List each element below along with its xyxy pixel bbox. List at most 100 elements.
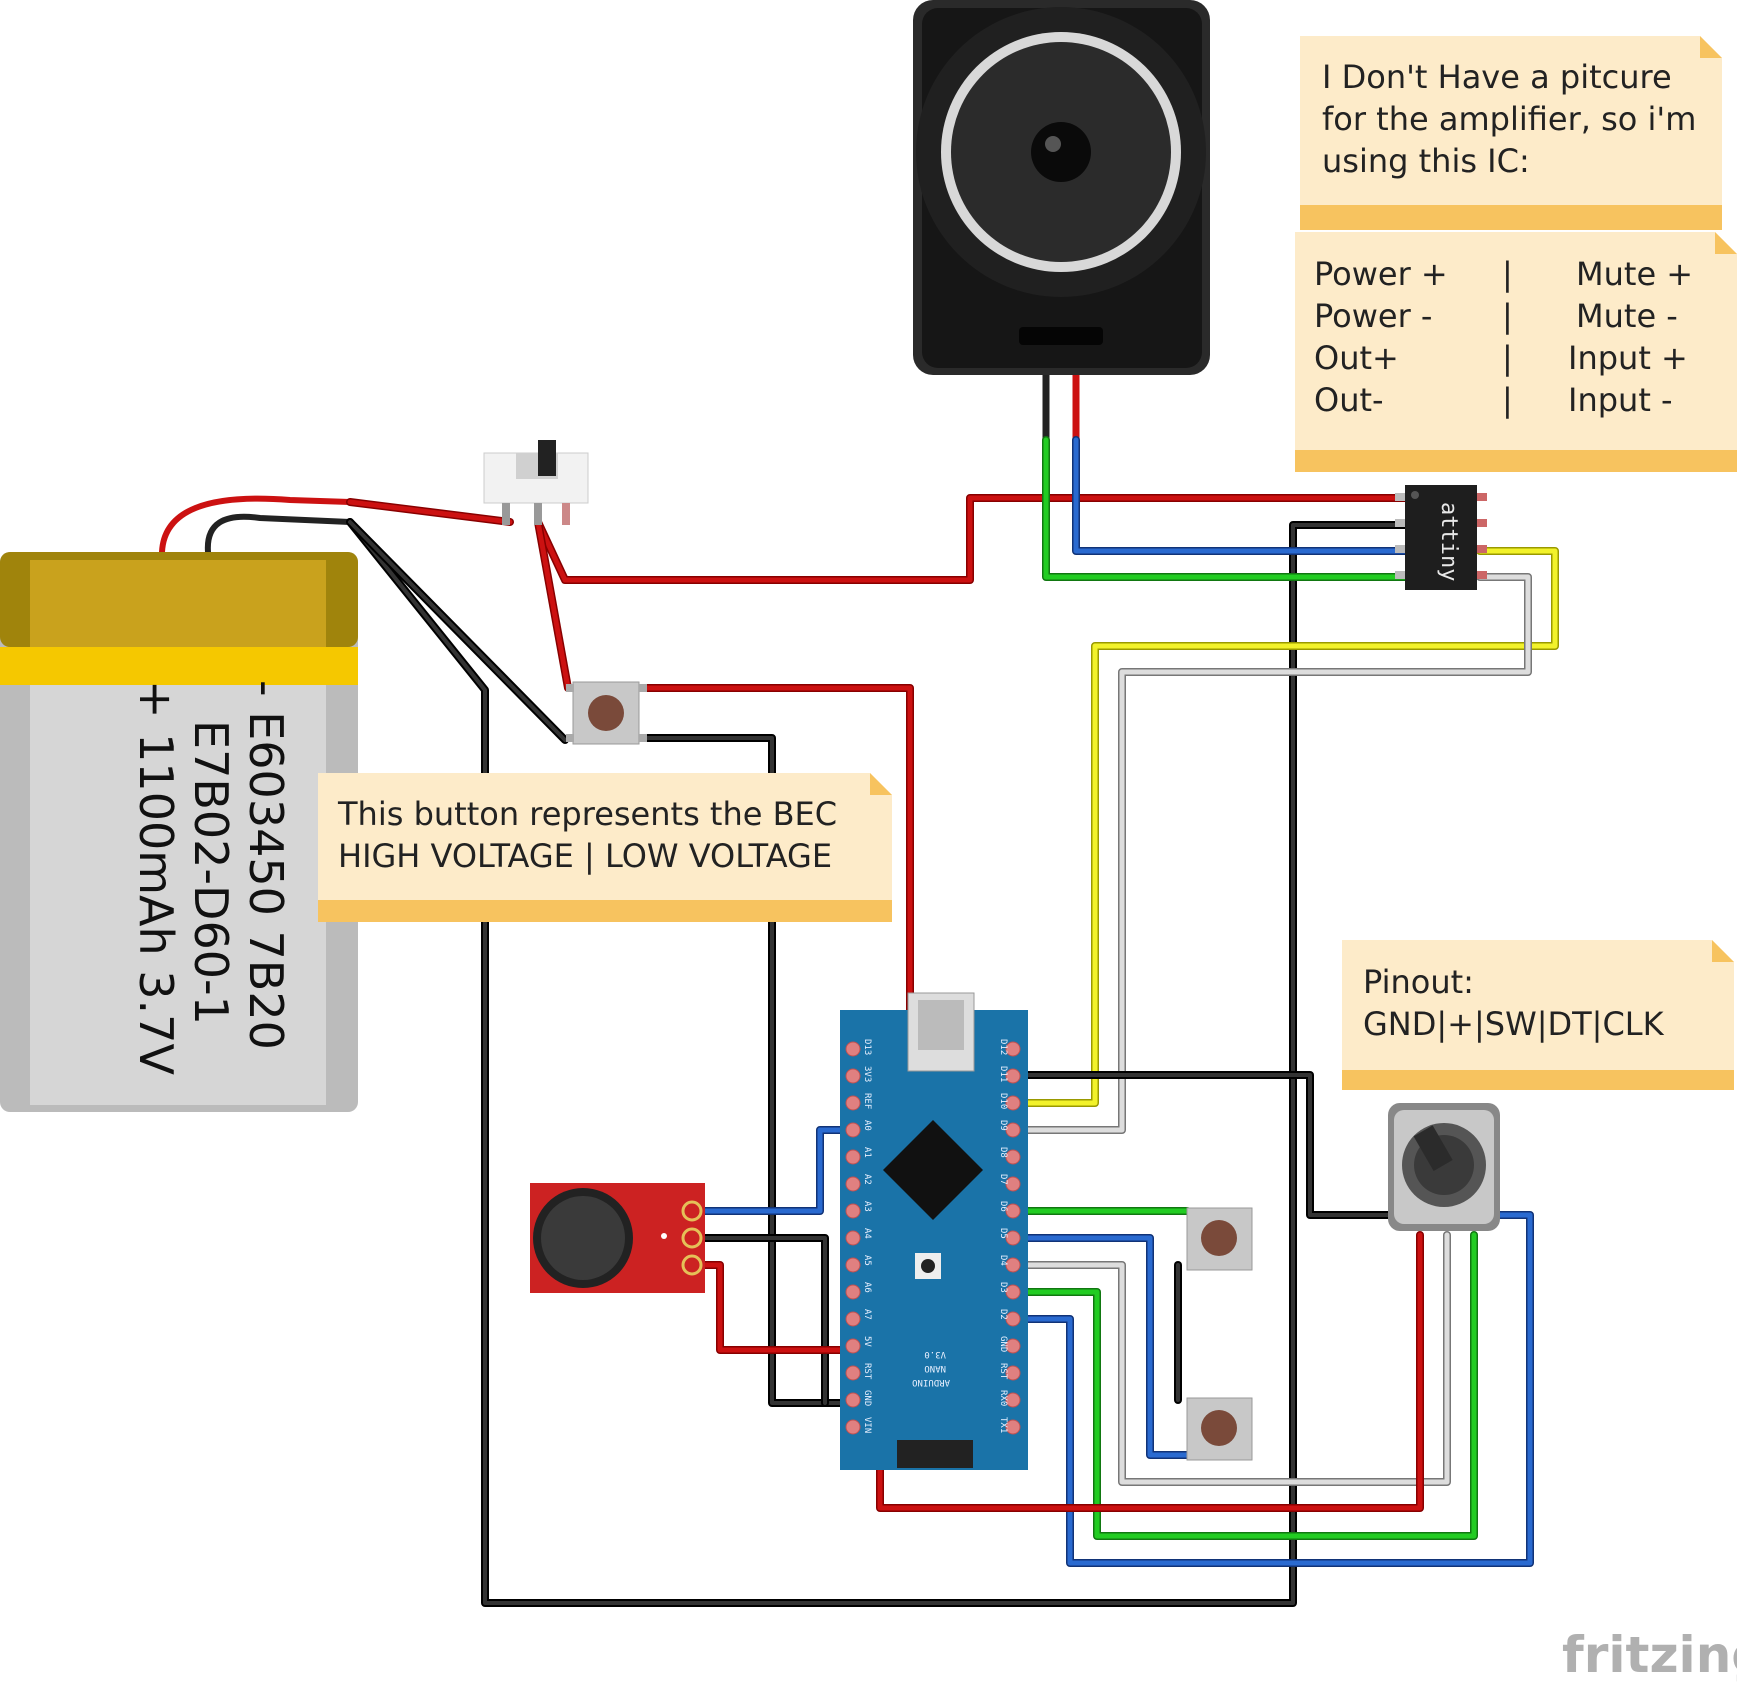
- fritzing-watermark: fritzing: [1562, 1626, 1737, 1684]
- battery-label-1: - E603450 7B20: [239, 680, 293, 1050]
- nano-pin-left-12: [845, 1365, 861, 1381]
- nano-pin-label-left-13: GND: [862, 1390, 872, 1406]
- nano-pin-label-left-0: D13: [862, 1039, 872, 1055]
- nano-pin-left-2: [845, 1095, 861, 1111]
- nano-pin-label-right-6: D6: [998, 1201, 1008, 1212]
- dip-ic-icon: attiny: [1395, 485, 1487, 590]
- nano-pin-label-left-9: A6: [862, 1282, 872, 1293]
- ic-label: attiny: [1436, 502, 1461, 581]
- encoder-note-line-2: GND|+|SW|DT|CLK: [1363, 1005, 1665, 1043]
- wire-d4-dt: [1009, 1231, 1478, 1540]
- pin-left-1: Power +: [1314, 255, 1448, 293]
- amp-note-line-3: using this IC:: [1322, 142, 1530, 180]
- nano-pin-right-7: [1005, 1230, 1021, 1246]
- nano-pin-left-14: [845, 1419, 861, 1435]
- pin-right-2: Mute -: [1576, 297, 1678, 335]
- nano-pin-label-right-14: TX1: [998, 1417, 1008, 1433]
- nano-pin-label-right-11: GND: [998, 1336, 1008, 1352]
- nano-pin-label-right-13: RX0: [998, 1390, 1008, 1406]
- note-bec: This button represents the BEC HIGH VOLT…: [318, 773, 892, 922]
- bec-note-line-1: This button represents the BEC: [337, 795, 837, 833]
- nano-pin-label-left-14: VIN: [862, 1417, 872, 1433]
- nano-pin-right-14: [1005, 1419, 1021, 1435]
- amp-note-line-1: I Don't Have a pitcure: [1322, 58, 1672, 96]
- pin-left-4: Out-: [1314, 381, 1384, 419]
- nano-pin-label-right-4: D8: [998, 1147, 1008, 1158]
- nano-pin-right-11: [1005, 1338, 1021, 1354]
- battery-label-3: + 1100mAh 3.7V: [129, 680, 183, 1075]
- pin-separator-2: |: [1502, 297, 1513, 335]
- note-amp-pinout: Power + Power - Out+ Out- | | | | Mute +…: [1295, 232, 1737, 472]
- nano-pin-label-left-4: A1: [862, 1147, 872, 1158]
- nano-pin-label-right-5: D7: [998, 1174, 1008, 1185]
- speaker-icon: [913, 0, 1210, 375]
- battery-icon: - E603450 7B20 E7B02-D60-1 + 1100mAh 3.7…: [0, 552, 358, 1112]
- note-encoder: Pinout: GND|+|SW|DT|CLK: [1342, 940, 1734, 1090]
- nano-pin-right-13: [1005, 1392, 1021, 1408]
- nano-pin-label-left-5: A2: [862, 1174, 872, 1185]
- pin-right-3: Input +: [1568, 339, 1688, 377]
- microphone-icon: [530, 1183, 705, 1293]
- slide-switch-icon: [483, 440, 589, 525]
- nano-pin-right-5: [1005, 1176, 1021, 1192]
- bec-note-line-2: HIGH VOLTAGE | LOW VOLTAGE: [338, 837, 832, 875]
- nano-pin-right-1: [1005, 1068, 1021, 1084]
- nano-pin-label-right-1: D11: [998, 1066, 1008, 1082]
- battery-red-lead: [159, 495, 353, 555]
- battery-label-2: E7B02-D60-1: [184, 720, 238, 1025]
- nano-pin-label-left-10: A7: [862, 1309, 872, 1320]
- pin-separator-1: |: [1502, 255, 1513, 293]
- board-label-nano: NANO: [924, 1363, 946, 1373]
- pin-left-3: Out+: [1314, 339, 1399, 377]
- nano-pin-right-8: [1005, 1257, 1021, 1273]
- nano-pin-label-right-10: D2: [998, 1309, 1008, 1320]
- nano-pin-right-4: [1005, 1149, 1021, 1165]
- encoder-note-line-1: Pinout:: [1363, 963, 1474, 1001]
- pin-right-1: Mute +: [1576, 255, 1693, 293]
- nano-pin-left-1: [845, 1068, 861, 1084]
- push-button-icon: [1186, 1207, 1253, 1271]
- nano-pin-left-10: [845, 1311, 861, 1327]
- push-button-icon: [566, 681, 647, 745]
- pin-separator-3: |: [1502, 339, 1513, 377]
- rotary-encoder-icon: [1388, 1103, 1500, 1231]
- nano-pin-label-left-7: A4: [862, 1228, 872, 1239]
- nano-pin-left-6: [845, 1203, 861, 1219]
- nano-pin-left-4: [845, 1149, 861, 1165]
- pin-separator-4: |: [1502, 381, 1513, 419]
- nano-pin-right-3: [1005, 1122, 1021, 1138]
- nano-pin-left-0: [845, 1041, 861, 1057]
- nano-pin-label-left-11: 5V: [862, 1336, 872, 1347]
- nano-pin-label-left-3: A0: [862, 1120, 872, 1131]
- nano-pin-left-3: [845, 1122, 861, 1138]
- nano-pin-label-right-7: D5: [998, 1228, 1008, 1239]
- nano-pin-left-13: [845, 1392, 861, 1408]
- nano-pin-label-left-8: A5: [862, 1255, 872, 1266]
- nano-pin-right-12: [1005, 1365, 1021, 1381]
- nano-pin-right-0: [1005, 1041, 1021, 1057]
- nano-pin-label-right-3: D9: [998, 1120, 1008, 1131]
- nano-pin-left-11: [845, 1338, 861, 1354]
- nano-pin-left-9: [845, 1284, 861, 1300]
- nano-pin-right-9: [1005, 1284, 1021, 1300]
- nano-pin-label-right-2: D10: [998, 1093, 1008, 1109]
- nano-pin-right-6: [1005, 1203, 1021, 1219]
- nano-pin-label-left-12: RST: [862, 1363, 872, 1380]
- pin-left-2: Power -: [1314, 297, 1432, 335]
- nano-pin-left-8: [845, 1257, 861, 1273]
- nano-pin-label-right-8: D4: [998, 1255, 1008, 1266]
- nano-pin-label-right-9: D3: [998, 1282, 1008, 1293]
- note-amplifier: I Don't Have a pitcure for the amplifier…: [1300, 36, 1722, 230]
- board-label-version: V3.0: [924, 1349, 946, 1359]
- amp-note-line-2: for the amplifier, so i'm: [1322, 100, 1696, 138]
- nano-pin-left-5: [845, 1176, 861, 1192]
- nano-pin-label-left-1: 3V3: [862, 1066, 872, 1082]
- nano-pin-label-right-12: RST: [998, 1363, 1008, 1380]
- battery-black-lead: [204, 513, 353, 555]
- nano-pin-label-left-6: A3: [862, 1201, 872, 1212]
- nano-pin-label-left-2: REF: [862, 1093, 872, 1109]
